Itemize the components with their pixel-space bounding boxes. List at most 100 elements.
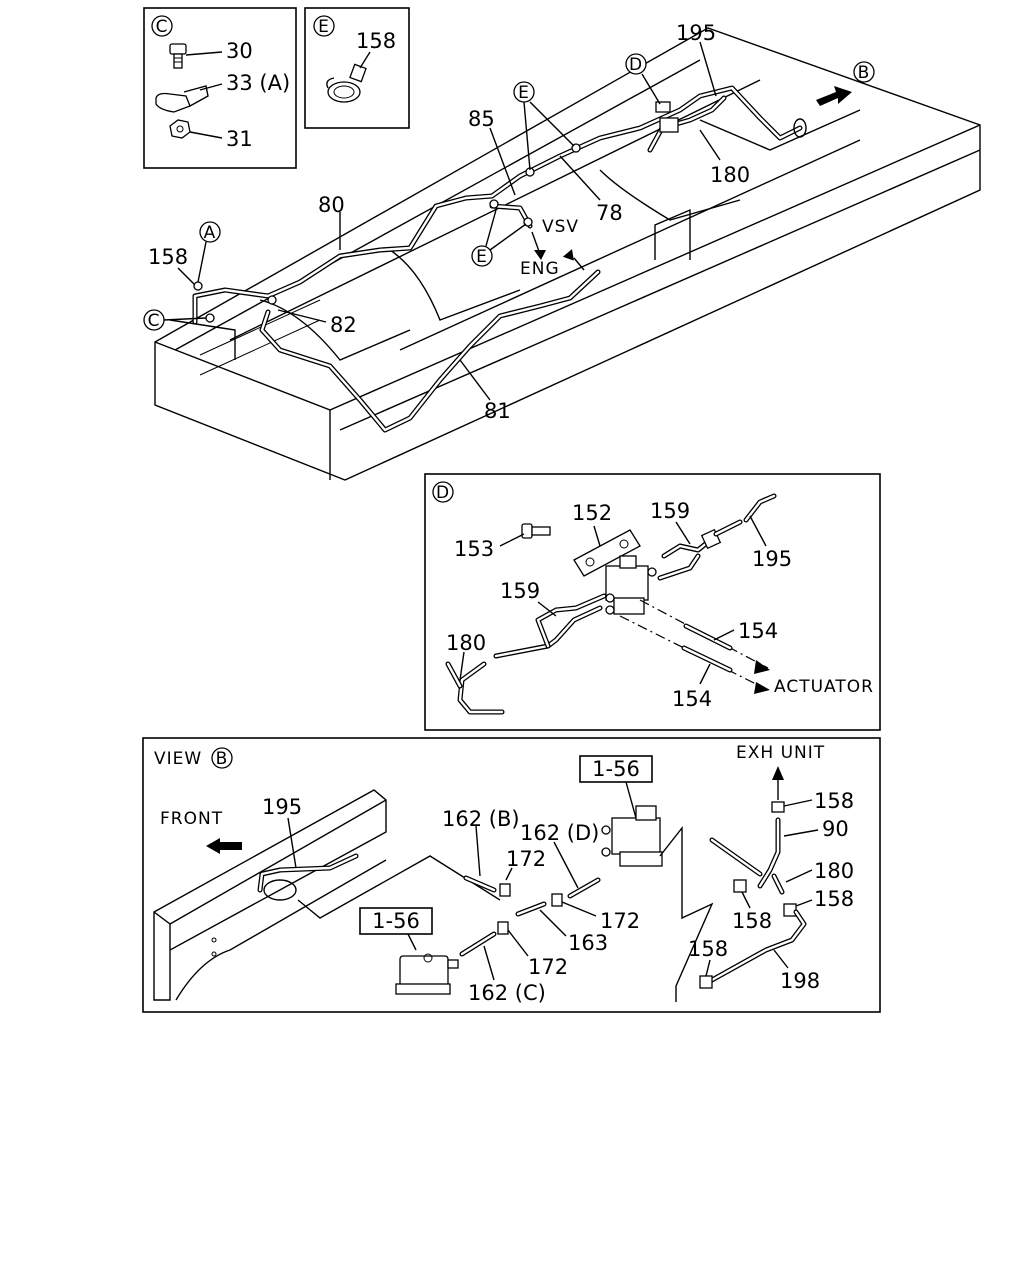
- arrow-b-icon: [816, 86, 852, 106]
- clamp-158-bottom: [699, 975, 713, 989]
- callout-30: 30: [226, 39, 253, 63]
- callout-158-mid-left: 158: [732, 909, 772, 933]
- callout-198: 198: [780, 969, 820, 993]
- clamp-158-top: [771, 801, 785, 813]
- arrow-eng-icon: [534, 250, 546, 260]
- view-b-frame: [142, 737, 881, 1013]
- marker-a-letter: A: [204, 223, 217, 243]
- callout-81: 81: [484, 399, 511, 423]
- marker-e: [313, 15, 335, 37]
- bolt-icon: [169, 43, 187, 69]
- vsv-body: [659, 117, 679, 133]
- callout-180-main: 180: [710, 163, 750, 187]
- ref-1-56-lower: 1-56: [372, 909, 420, 933]
- callout-163: 163: [568, 931, 608, 955]
- arrow-exh-icon: [772, 766, 784, 780]
- callout-154-upper: 154: [738, 619, 778, 643]
- marker-b: [853, 61, 875, 83]
- marker-e-letter: E: [318, 17, 330, 37]
- clamp-158-a: [193, 281, 203, 291]
- clamp-172-a: [499, 883, 511, 897]
- callout-195-main: 195: [676, 21, 716, 45]
- marker-c-letter: C: [156, 17, 169, 37]
- callout-82: 82: [330, 313, 357, 337]
- inset-e: E 158: [304, 7, 410, 129]
- callout-195-view: 195: [262, 795, 302, 819]
- main-chassis-view: 195 85 78 180 80 158 82 81 D B E E A C: [143, 21, 981, 481]
- callout-80: 80: [318, 193, 345, 217]
- callout-33a: 33 (A): [226, 71, 290, 95]
- vsv-bracket: [655, 101, 671, 113]
- callout-158-top: 158: [814, 789, 854, 813]
- callout-172-b: 172: [600, 909, 640, 933]
- callout-180-d: 180: [446, 631, 486, 655]
- marker-e-lower: [471, 245, 493, 267]
- callout-78: 78: [596, 201, 623, 225]
- hose-clamp-icon: [326, 63, 367, 103]
- ref-1-56-upper: 1-56: [592, 757, 640, 781]
- marker-e-upper-letter: E: [518, 83, 530, 103]
- front-arrow-icon: [206, 838, 242, 854]
- ref-box-1-56-upper: [579, 755, 653, 783]
- clip-icon: [155, 85, 209, 113]
- marker-d-inset-letter: D: [436, 483, 450, 503]
- marker-a: [199, 221, 221, 243]
- arrow-actuator-upper-icon: [754, 660, 770, 674]
- callout-172-c: 172: [528, 955, 568, 979]
- label-exh-unit: EXH UNIT: [736, 743, 825, 763]
- vsv-valve: [605, 555, 657, 615]
- label-actuator: ACTUATOR: [774, 677, 874, 697]
- inset-d: D 153 152 159: [424, 473, 881, 731]
- clamp-158-mid-right: [783, 903, 797, 917]
- inset-d-frame: [424, 473, 881, 731]
- marker-d: [625, 53, 647, 75]
- callout-172-a: 172: [506, 847, 546, 871]
- view-b-rail: [153, 789, 387, 1001]
- clamp-158-mid-left: [733, 879, 747, 893]
- marker-e-lower-letter: E: [476, 247, 488, 267]
- callout-180-view: 180: [814, 859, 854, 883]
- callout-158-mid-right: 158: [814, 887, 854, 911]
- inset-c-frame: [143, 7, 297, 169]
- chassis-outline: [154, 27, 981, 481]
- label-front: FRONT: [160, 809, 223, 829]
- bolt-153-icon: [521, 523, 551, 539]
- marker-c-main-letter: C: [148, 311, 161, 331]
- callout-31: 31: [226, 127, 253, 151]
- callout-195-d: 195: [752, 547, 792, 571]
- callout-85: 85: [468, 107, 495, 131]
- view-b: VIEW B FRONT 195 162 (B) 172 16: [142, 737, 881, 1013]
- arrow-vsv-icon: [562, 249, 574, 261]
- ref-box-1-56-lower: [359, 907, 433, 935]
- callout-158-e: 158: [356, 29, 396, 53]
- callout-152: 152: [572, 501, 612, 525]
- marker-b-view-letter: B: [216, 749, 229, 769]
- callout-158-bottom: 158: [688, 937, 728, 961]
- nut-icon: [169, 119, 191, 139]
- clamp-172-b: [551, 893, 563, 907]
- bracket-152: [573, 529, 641, 577]
- callout-158-main: 158: [148, 245, 188, 269]
- callout-153: 153: [454, 537, 494, 561]
- marker-d-letter: D: [629, 55, 643, 75]
- label-eng: ENG: [520, 259, 560, 279]
- callout-159-lower: 159: [500, 579, 540, 603]
- label-vsv: VSV: [542, 217, 579, 237]
- inset-c: C 30 33 (A) 31: [143, 7, 297, 169]
- canister-icon: [395, 953, 459, 995]
- clamp-172-c: [497, 921, 509, 935]
- vsv-unit-view-b: [601, 805, 663, 867]
- arrow-actuator-lower-icon: [754, 682, 770, 694]
- callout-159-upper: 159: [650, 499, 690, 523]
- callout-154-lower: 154: [672, 687, 712, 711]
- marker-c: [151, 15, 173, 37]
- marker-b-letter: B: [858, 63, 871, 83]
- inset-e-frame: [304, 7, 410, 129]
- callout-162d: 162 (D): [520, 821, 599, 845]
- callout-162b: 162 (B): [442, 807, 520, 831]
- marker-d-inset: [432, 481, 454, 503]
- callout-90: 90: [822, 817, 849, 841]
- callout-162c: 162 (C): [468, 981, 546, 1005]
- marker-b-view: [211, 747, 233, 769]
